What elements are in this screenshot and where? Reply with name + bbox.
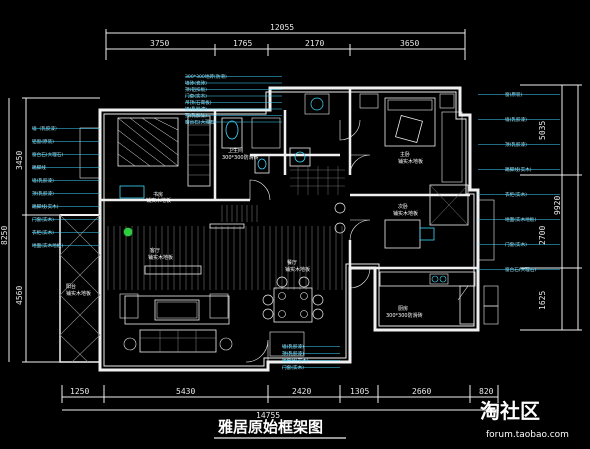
second-bedroom-furniture	[384, 184, 495, 261]
dim-right-3: 1625	[538, 291, 547, 310]
bottom-dimensions: 1250 5430 2420 1305 2660 820 14755	[61, 385, 499, 420]
notes-right: 窗(原装)墙(乳胶漆)顶(乳胶漆)踢脚线(实木)衣柜(实木)地面(实木地板)门套…	[478, 91, 560, 273]
dim-right-1: 5035	[538, 121, 547, 140]
dim-top-seg-3: 2170	[305, 39, 324, 48]
room-living-name: 客厅	[150, 247, 160, 254]
dining-furniture	[262, 202, 346, 357]
watermark-logo: 淘社区	[480, 399, 540, 423]
walls	[60, 86, 480, 372]
room-master-floor: 铺实木地板	[398, 158, 423, 165]
dim-left-total: 8250	[0, 226, 9, 245]
dim-right-2: 2700	[538, 226, 547, 245]
room-dining-floor: 铺实木地板	[285, 266, 310, 273]
dim-bottom-seg-5: 2660	[412, 387, 431, 396]
dim-bottom-seg-6: 820	[479, 387, 494, 396]
notes-top: 300*300地砖(防滑)墙砖(瓷砖)顶(铝扣板)门套(实木)吊顶(石膏板)墙(…	[185, 73, 282, 126]
dim-top-seg-4: 3650	[400, 39, 419, 48]
notes-left: 墙（乳胶漆）铝窗(原装)窗台石(大理石)踢脚线墙(乳胶漆)顶(乳胶漆)踢脚线(实…	[32, 125, 100, 249]
room-balcony-floor: 铺实木地板	[66, 290, 91, 297]
dim-bottom-seg-2: 5430	[176, 387, 195, 396]
door-swings	[245, 119, 469, 363]
room-bath-floor: 300*300防滑砖	[222, 154, 259, 161]
top-dimensions: 12055 3750 1765 2170 3650	[105, 23, 466, 60]
room-master-name: 主卧	[400, 151, 410, 158]
dim-right-total: 9920	[553, 196, 562, 215]
room-kitchen-name: 厨房	[398, 305, 408, 312]
room-living-floor: 铺实木地板	[148, 254, 173, 261]
dim-left-1: 3450	[15, 151, 24, 170]
balcony	[59, 214, 101, 363]
floor-hatch	[107, 205, 343, 290]
right-dimensions: 5035 9920 2700 1625	[520, 84, 582, 331]
dim-bottom-seg-4: 1305	[350, 387, 369, 396]
room-balcony-name: 阳台	[66, 283, 76, 290]
room-bedroom2-floor: 铺实木地板	[393, 210, 418, 217]
dim-top-total: 12055	[270, 23, 294, 32]
dim-left-2: 4560	[15, 286, 24, 305]
room-bedroom2-name: 次卧	[398, 203, 408, 210]
study-furniture	[79, 115, 211, 199]
room-labels: 书房 铺实木地板 主卧 铺实木地板 次卧 铺实木地板 客厅 铺实木地板 餐厅 铺…	[66, 147, 423, 319]
drawing-title: 雅居原始框架图	[217, 418, 323, 436]
notes-bottom: 墙(乳胶漆)顶(乳胶漆)踢脚线(实木)门套(实木)	[282, 343, 340, 371]
room-dining-name: 餐厅	[287, 259, 297, 266]
dim-top-seg-1: 3750	[150, 39, 169, 48]
room-bath-name: 卫生间	[228, 147, 243, 154]
room-kitchen-floor: 300*300防滑砖	[386, 312, 423, 319]
dim-bottom-total: 14755	[256, 411, 280, 420]
dim-bottom-seg-1: 1250	[70, 387, 89, 396]
dim-top-seg-2: 1765	[233, 39, 252, 48]
living-room-furniture	[119, 223, 245, 353]
master-bedroom-furniture	[359, 93, 463, 183]
watermark: 淘社区 forum.taobao.com	[480, 399, 569, 440]
watermark-url: forum.taobao.com	[486, 430, 569, 440]
room-study-name: 书房	[153, 191, 163, 198]
bathroom-fixtures	[221, 93, 345, 195]
room-study-floor: 铺实木地板	[146, 197, 171, 204]
dim-bottom-seg-3: 2420	[292, 387, 311, 396]
kitchen-fixtures	[379, 271, 499, 325]
